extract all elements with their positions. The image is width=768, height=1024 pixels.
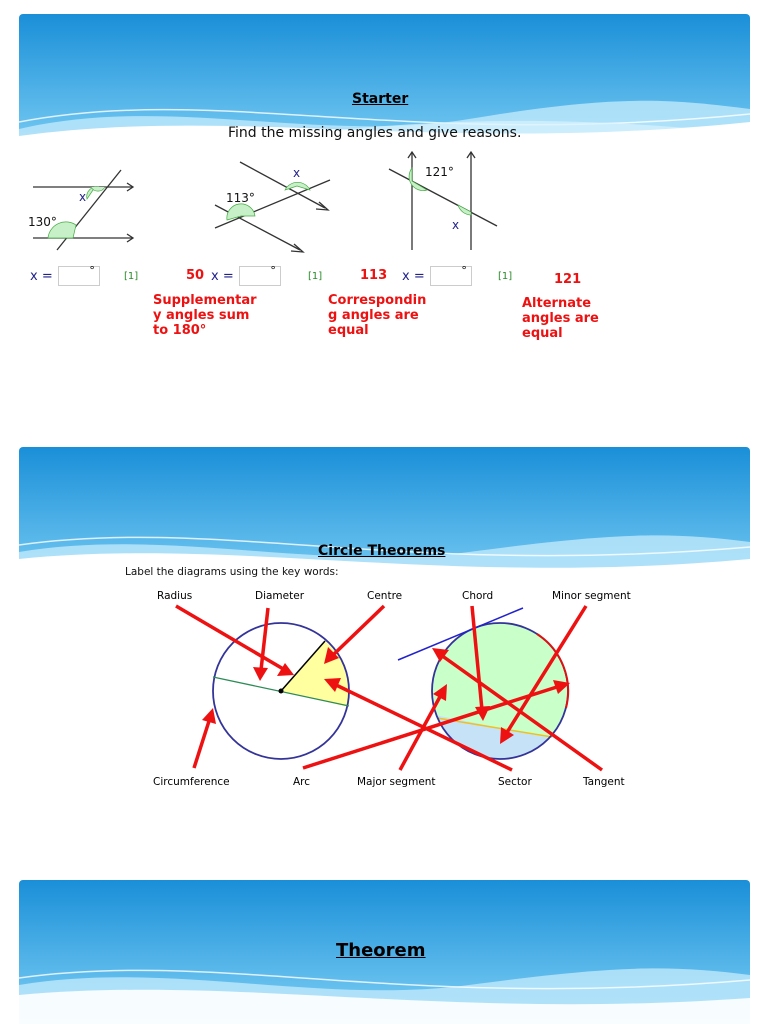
diagram-3 [388,150,498,250]
answer-value-2: 113 [360,268,388,283]
label-arrows [175,604,604,772]
x-equals-label: x = [30,269,53,284]
answer-value-3: 121 [554,272,582,287]
answer-row-3: x = ° [402,264,472,286]
kw-major-segment: Major segment [357,776,436,788]
reason-1: Supplementar y angles sum to 180° [153,293,257,338]
kw-radius: Radius [157,590,193,602]
slide2-banner [19,447,750,595]
diagram-1 [33,169,135,251]
circle-left [212,622,350,760]
reason-3: Alternate angles are equal [522,296,599,341]
answer-input-2[interactable]: ° [238,264,281,286]
slide2-title: Circle Theorems [318,543,446,559]
slide1-banner [19,14,750,159]
kw-sector: Sector [498,776,532,788]
d3-angle-label: 121° [425,165,454,179]
kw-diameter: Diameter [255,590,305,602]
slide1-instruction: Find the missing angles and give reasons… [228,125,522,141]
d2-angle-label: 113° [226,191,255,205]
d2-x-label: x [293,166,301,180]
answer-input-3[interactable]: ° [429,264,472,286]
kw-chord: Chord [462,590,494,602]
circle-diagrams [175,604,604,772]
answer-row-2: x = ° [211,264,281,286]
slide3-title: Theorem [336,940,426,961]
circle-right [397,607,570,760]
kw-centre: Centre [367,590,403,602]
diagram-2 [214,161,331,253]
d1-x-label: x [79,190,87,204]
kw-tangent: Tangent [583,776,625,788]
slide1-title: Starter [352,91,409,107]
angle-diagrams [33,150,498,253]
kw-circumference: Circumference [153,776,230,788]
answer-row-1: x = ° [30,264,100,286]
answer-input-1[interactable]: ° [57,264,100,286]
x-equals-label: x = [211,269,234,284]
mark-2: [1] [308,271,323,282]
slide2-instruction: Label the diagrams using the key words: [125,566,339,578]
kw-arc: Arc [293,776,311,788]
reason-2: Correspondin g angles are equal [328,293,427,338]
kw-minor-segment: Minor segment [552,590,631,602]
x-equals-label: x = [402,269,425,284]
d3-x-label: x [452,218,460,232]
slide3-banner [19,880,750,1024]
mark-1: [1] [124,271,139,282]
mark-3: [1] [498,271,513,282]
answer-value-1: 50 [186,268,205,283]
d1-angle-label: 130° [28,215,57,229]
